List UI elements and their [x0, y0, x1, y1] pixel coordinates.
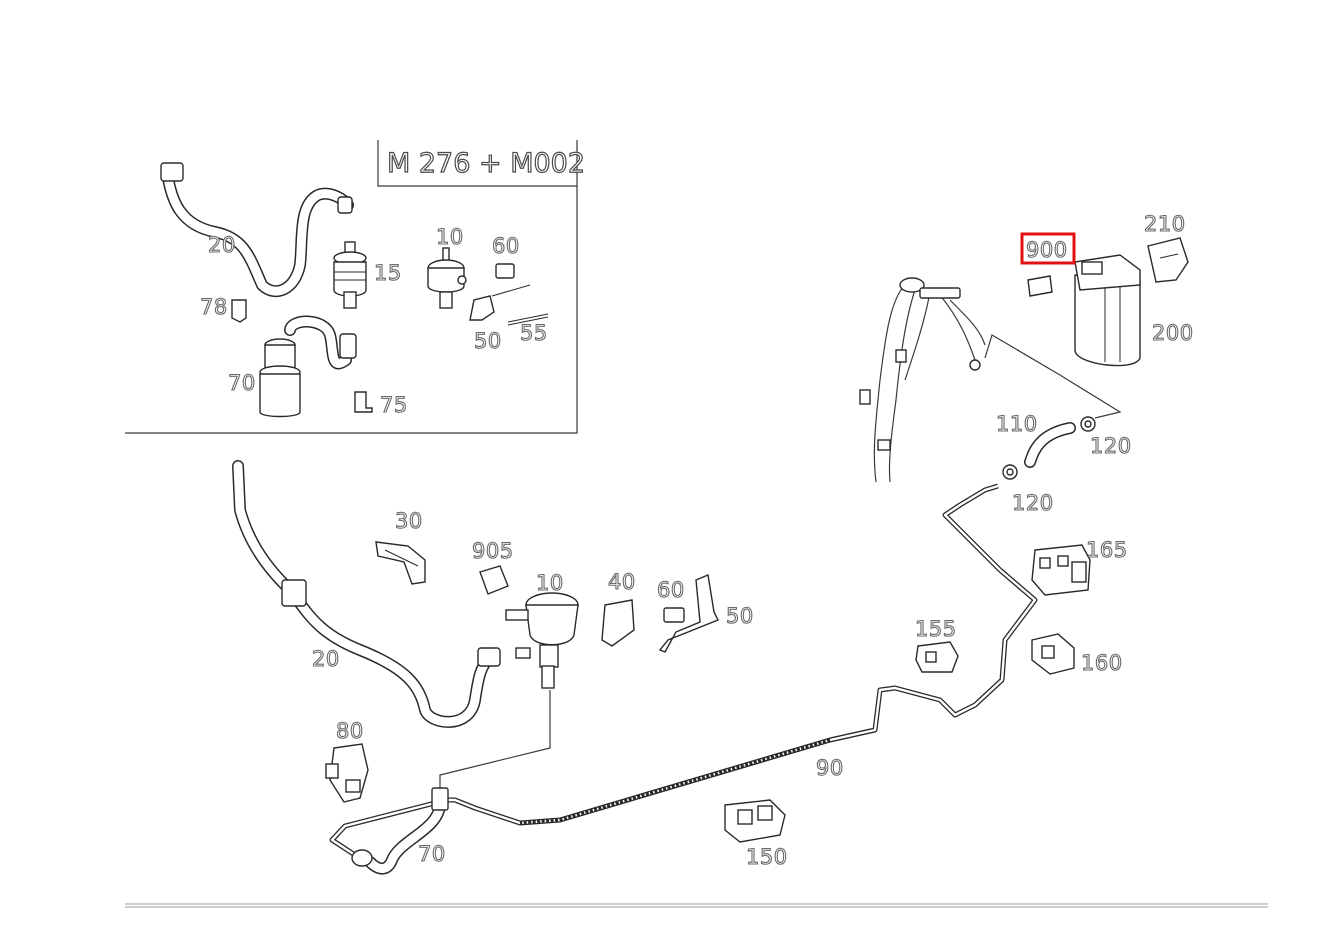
inset-clip-60[interactable]: [495, 263, 515, 279]
callout-10[interactable]: 10: [535, 570, 564, 595]
callout-70[interactable]: 70: [417, 841, 446, 866]
callout-150[interactable]: 150: [745, 844, 788, 869]
callout-80[interactable]: 80: [335, 718, 364, 743]
holder-160[interactable]: [1031, 633, 1075, 675]
inset-valve-15[interactable]: [333, 241, 367, 309]
callout-165[interactable]: 165: [1085, 537, 1128, 562]
inset-elbow-78[interactable]: [231, 299, 247, 323]
clip-155[interactable]: [915, 641, 959, 673]
callout-40[interactable]: 40: [607, 569, 636, 594]
inset-callout-15[interactable]: 15: [373, 260, 402, 285]
inset-callout-50[interactable]: 50: [473, 328, 502, 353]
bracket-30[interactable]: [375, 541, 426, 585]
inset-callout-20[interactable]: 20: [207, 232, 236, 257]
label-part-905[interactable]: [479, 565, 509, 595]
inset-connector-75[interactable]: [354, 391, 373, 413]
inset-callout-10[interactable]: 10: [435, 224, 464, 249]
inset-hose-20[interactable]: [160, 162, 354, 298]
callout-110[interactable]: 110: [995, 411, 1038, 436]
valve-80[interactable]: [325, 743, 369, 803]
inset-frame: [125, 140, 578, 434]
inset-panel: M 276 + M002: [125, 140, 586, 434]
canister-leader: [984, 334, 1069, 381]
inset-title: M 276 + M002: [387, 148, 585, 179]
inset-valve-10[interactable]: [427, 247, 467, 309]
callout-90[interactable]: 90: [815, 755, 844, 780]
label-part-900[interactable]: [1027, 275, 1053, 297]
inset-pump-70[interactable]: [259, 315, 357, 418]
valve-block-165[interactable]: [1031, 544, 1091, 596]
callout-20[interactable]: 20: [311, 646, 340, 671]
clamp-120-lower[interactable]: [1002, 464, 1018, 480]
bracket-50[interactable]: [658, 574, 719, 653]
inset-callout-70[interactable]: 70: [227, 370, 256, 395]
canister-200[interactable]: [1074, 254, 1141, 367]
callout-120-lower[interactable]: 120: [1011, 490, 1054, 515]
bracket-210[interactable]: [1147, 237, 1189, 283]
highlight-box-900: [1020, 232, 1076, 265]
bracket-40[interactable]: [601, 599, 635, 647]
callout-900[interactable]: 900: [1025, 237, 1068, 262]
callout-50[interactable]: 50: [725, 603, 754, 628]
valve-10[interactable]: [505, 592, 579, 689]
callout-200[interactable]: 200: [1151, 320, 1194, 345]
inset-callout-78[interactable]: 78: [199, 294, 228, 319]
callout-905[interactable]: 905: [471, 538, 514, 563]
harness-assembly[interactable]: [859, 277, 986, 483]
callout-210[interactable]: 210: [1143, 211, 1186, 236]
inset-callout-60[interactable]: 60: [491, 233, 520, 258]
pipe-90[interactable]: [440, 483, 1038, 826]
inset-strap-55[interactable]: [507, 313, 549, 326]
inset-callout-75[interactable]: 75: [379, 392, 408, 417]
clip-60[interactable]: [663, 607, 685, 623]
bracket-150[interactable]: [724, 799, 786, 843]
hose-20[interactable]: [232, 460, 501, 728]
hose-70[interactable]: [329, 787, 449, 875]
inset-bracket-50[interactable]: [469, 284, 531, 321]
clamp-120-upper[interactable]: [1080, 416, 1096, 432]
callout-160[interactable]: 160: [1080, 650, 1123, 675]
inset-callout-55[interactable]: 55: [519, 320, 548, 345]
callout-30[interactable]: 30: [394, 508, 423, 533]
canister-leader-2: [1067, 379, 1122, 419]
callout-60[interactable]: 60: [656, 577, 685, 602]
inset-title-frame: [377, 140, 577, 187]
hose-110[interactable]: [1024, 422, 1076, 468]
callout-155[interactable]: 155: [914, 616, 957, 641]
callout-120-upper[interactable]: 120: [1089, 433, 1132, 458]
valve-leader: [439, 690, 551, 790]
